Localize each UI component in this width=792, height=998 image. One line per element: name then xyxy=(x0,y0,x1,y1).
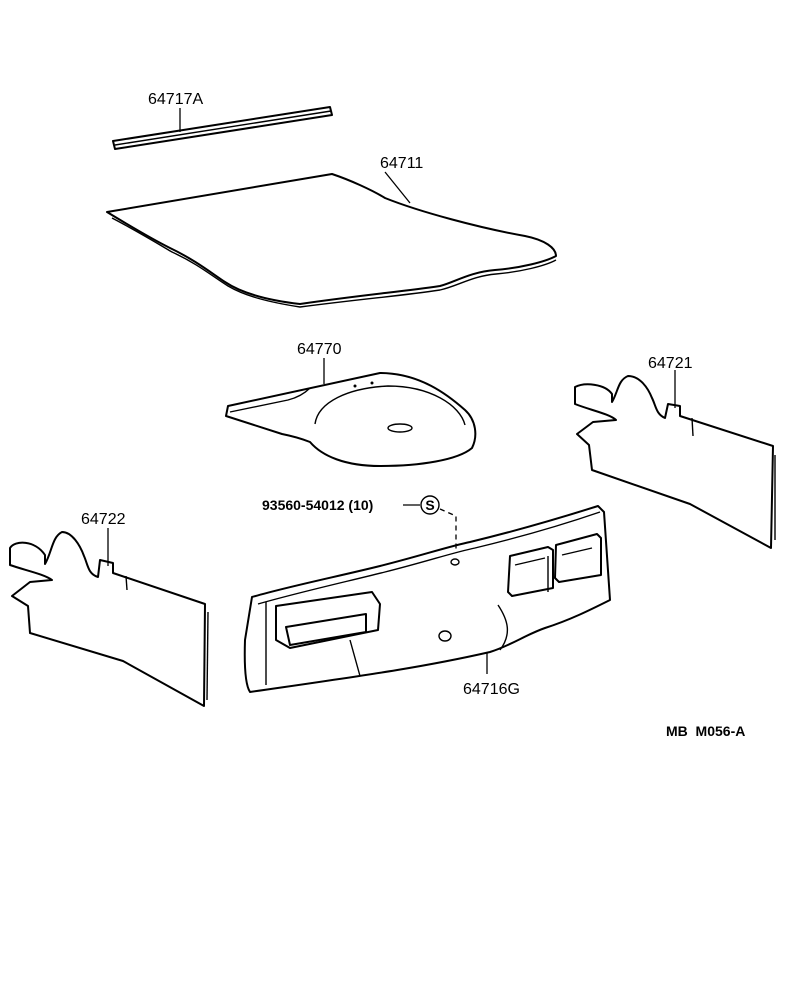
label-trunk-mat: 64711 xyxy=(380,155,423,172)
trunk-mat-part xyxy=(106,171,557,308)
side-trim-left-part xyxy=(9,528,209,707)
label-side-trim-right: 64721 xyxy=(648,355,693,372)
label-back-panel-trim: 64716G xyxy=(463,681,520,698)
label-side-trim-left: 64722 xyxy=(81,511,126,528)
spare-cover-part xyxy=(225,358,477,467)
fastener-callout xyxy=(403,495,457,552)
label-spare-cover: 64770 xyxy=(297,341,342,358)
side-trim-right-part xyxy=(574,370,776,549)
label-weatherstrip: 64717A xyxy=(148,91,203,108)
back-panel-trim-part xyxy=(243,505,611,693)
label-fastener: 93560-54012 (10) xyxy=(262,497,373,513)
drawing-code: MB M056-A xyxy=(666,723,745,739)
fastener-symbol-circle xyxy=(420,495,440,515)
weatherstrip-part xyxy=(112,106,333,150)
fastener-symbol: S xyxy=(425,497,434,513)
